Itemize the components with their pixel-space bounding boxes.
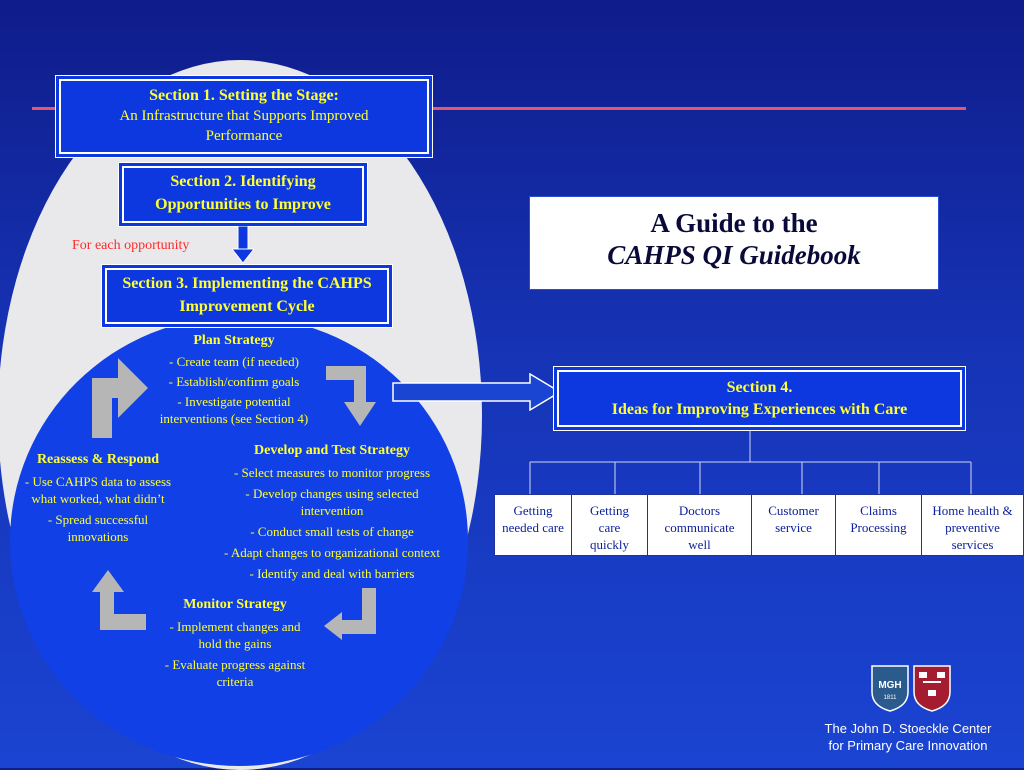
section3-title: Section 3. Implementing the CAHPS Improv… bbox=[122, 275, 372, 315]
develop-item: - Develop changes using selected interve… bbox=[245, 486, 419, 518]
arrow-upper-left-icon bbox=[92, 358, 148, 438]
plan-strategy: Plan Strategy - Create team (if needed) … bbox=[148, 332, 320, 427]
mgh-logo-text: MGH bbox=[878, 680, 901, 691]
develop-item: - Adapt changes to organizational contex… bbox=[224, 545, 440, 560]
plan-item: - Investigate potential interventions (s… bbox=[159, 394, 309, 426]
monitor-strategy: Monitor Strategy - Implement changes and… bbox=[150, 596, 320, 690]
section1-subtitle: An Infrastructure that Supports Improved… bbox=[119, 108, 369, 144]
arrow-lower-right-icon bbox=[324, 588, 376, 640]
red-line-left bbox=[32, 107, 56, 110]
develop-item: - Select measures to monitor progress bbox=[233, 465, 431, 480]
red-line-right bbox=[432, 107, 966, 110]
section4-line1: Section 4. bbox=[726, 379, 793, 396]
mgh-logo-year: 1811 bbox=[884, 695, 898, 701]
mgh-logo-icon: MGH 1811 bbox=[871, 665, 909, 712]
footer-line1: The John D. Stoeckle Center bbox=[824, 721, 992, 736]
section2-title: Section 2. Identifying Opportunities to … bbox=[155, 173, 331, 213]
develop-item: - Identify and deal with barriers bbox=[249, 566, 415, 581]
guide-line2: CAHPS QI Guidebook bbox=[607, 240, 861, 270]
guide-line1: A Guide to the bbox=[650, 208, 818, 238]
monitor-title: Monitor Strategy bbox=[183, 597, 287, 612]
tree-connector bbox=[529, 430, 972, 494]
monitor-item: - Evaluate progress against criteria bbox=[164, 657, 306, 689]
develop-strategy: Develop and Test Strategy - Select measu… bbox=[212, 442, 452, 582]
section1-title: Section 1. Setting the Stage: bbox=[149, 87, 339, 104]
develop-item: - Conduct small tests of change bbox=[250, 524, 414, 539]
monitor-item: - Implement changes and hold the gains bbox=[169, 619, 301, 651]
section3-box: Section 3. Implementing the CAHPS Improv… bbox=[101, 264, 393, 328]
arrow-upper-right-icon bbox=[326, 366, 376, 426]
reassess-item: - Use CAHPS data to assess what worked, … bbox=[24, 474, 172, 506]
right-arrow-icon bbox=[392, 373, 562, 411]
guide-box: A Guide to the CAHPS QI Guidebook bbox=[529, 196, 939, 290]
cycle-ellipse bbox=[10, 316, 468, 766]
category-box: Customer service bbox=[752, 494, 836, 556]
category-box: Home health & preventive services bbox=[922, 494, 1024, 556]
category-box: Getting care quickly bbox=[572, 494, 648, 556]
reassess-item: - Spread successful innovations bbox=[47, 512, 149, 544]
section4-line2: Ideas for Improving Experiences with Car… bbox=[611, 401, 908, 418]
plan-item: - Create team (if needed) bbox=[169, 354, 299, 369]
harvard-shield-icon bbox=[913, 665, 951, 712]
section1-box: Section 1. Setting the Stage: An Infrast… bbox=[55, 75, 433, 158]
reassess-title: Reassess & Respond bbox=[36, 452, 160, 467]
arrow-lower-left-icon bbox=[92, 570, 146, 630]
section2-box: Section 2. Identifying Opportunities to … bbox=[118, 162, 368, 227]
plan-item: - Establish/confirm goals bbox=[168, 374, 300, 389]
category-box: Getting needed care bbox=[494, 494, 572, 556]
for-each-label: For each opportunity bbox=[72, 238, 190, 253]
footer-line2: for Primary Care Innovation bbox=[828, 738, 988, 753]
category-row: Getting needed care Getting care quickly… bbox=[494, 494, 1024, 556]
category-box: Claims Processing bbox=[836, 494, 922, 556]
reassess-strategy: Reassess & Respond - Use CAHPS data to a… bbox=[14, 451, 182, 545]
develop-title: Develop and Test Strategy bbox=[254, 443, 410, 458]
category-box: Doctors communicate well bbox=[648, 494, 752, 556]
section4-box: Section 4. Ideas for Improving Experienc… bbox=[553, 366, 966, 431]
down-arrow-icon bbox=[232, 226, 254, 264]
plan-title: Plan Strategy bbox=[193, 333, 275, 348]
footer: The John D. Stoeckle Center for Primary … bbox=[800, 720, 1016, 754]
